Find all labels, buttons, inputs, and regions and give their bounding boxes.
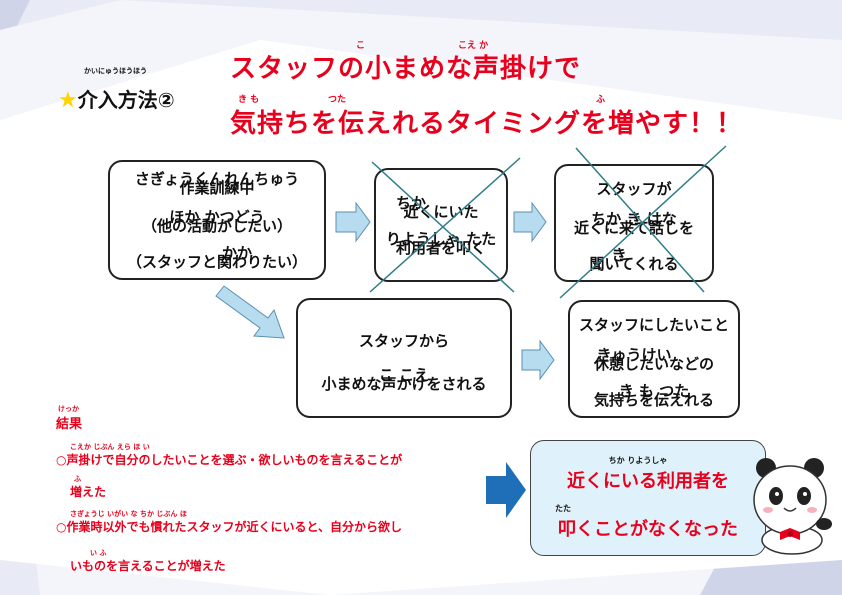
box2-line2: 利用者を叩く — [395, 239, 486, 257]
box5-line1: スタッフにしたいこと — [578, 316, 729, 334]
arrow-right-icon — [513, 201, 547, 243]
result-line3: ○作業時以外でも慣れたスタッフが近くにいると、自分から欲し — [56, 520, 402, 534]
result-line1: ○声掛けで自分のしたいことを選ぶ・欲しいものを言えることが — [56, 453, 403, 467]
box1-furigana-1: さぎょうくんれんちゅう — [134, 170, 300, 188]
arrow-diagonal-icon — [215, 285, 285, 339]
box3-line1: スタッフが — [596, 180, 672, 198]
box5-line2: 休憩したいなどの — [593, 355, 714, 373]
box3-line3: 聞いてくれる — [589, 255, 679, 273]
result-furigana: けっか — [58, 405, 79, 413]
box3-furigana-2: き — [611, 246, 627, 264]
box-staff-calls: スタッフから こ こえ 小まめな声かけをされる — [296, 298, 512, 418]
box5-furigana-2: き も つた — [618, 382, 690, 400]
box1-furigana-2: ほか かつどう — [169, 208, 265, 226]
box4-furigana-1: こ こえ — [378, 366, 430, 384]
method-label: 介入方法② — [77, 88, 175, 112]
title1-furigana-b: こえ か — [458, 41, 489, 51]
box5-furigana-1: きゅうけい — [596, 346, 672, 364]
box-staff-listens: スタッフが ちか き はな 近くに来て話しを き 聞いてくれる — [554, 164, 714, 282]
box1-line1: 作業訓練中 — [179, 179, 255, 197]
box2-furigana-2: りようしゃ たた — [385, 230, 497, 248]
title2-furigana-c: ふ — [596, 95, 606, 105]
box3-line2: 近くに来て話しを — [573, 219, 694, 237]
arrow-right-icon — [335, 201, 371, 243]
box-training: さぎょうくんれんちゅう 作業訓練中 ほか かつどう （他の活動がしたい） かか … — [108, 160, 326, 280]
box-express-feelings: スタッフにしたいこと きゅうけい 休憩したいなどの き も つた 気持ちを伝えれ… — [568, 300, 740, 418]
method-heading: ★介入方法② — [58, 84, 175, 113]
outcome-furigana-1: ちか りようしゃ — [608, 456, 668, 465]
result-furigana-2: ふ — [74, 475, 81, 483]
title1-furigana-a: こ — [356, 41, 366, 51]
box1-furigana-3: かか — [221, 244, 252, 262]
title-line2: 気持ちを伝えれるタイミングを増やす！！ — [230, 109, 744, 139]
result-furigana-3: さぎょうじ いがい な ちか じぶん ほ — [70, 510, 187, 518]
box2-furigana-1: ちか — [395, 194, 426, 212]
arrow-bold-icon — [486, 462, 526, 518]
cross-line — [575, 147, 705, 293]
box1-line2: （他の活動がしたい） — [141, 217, 292, 235]
outcome-box: ちか りようしゃ 近くにいる利用者を たた 叩くことがなくなった — [530, 440, 766, 556]
outcome-furigana-2: たた — [555, 504, 571, 513]
result-line2: 増えた — [70, 485, 107, 499]
panda-mascot-illustration — [753, 458, 832, 555]
result-title: 結果 — [56, 417, 83, 432]
result-furigana-4: い ふ — [90, 549, 107, 557]
box1-line3: （スタッフと関わりたい） — [126, 253, 307, 271]
title2-furigana-b: つた — [328, 95, 347, 105]
box4-line2: 小まめな声かけをされる — [321, 375, 487, 393]
star-icon: ★ — [58, 88, 78, 113]
title2-furigana-a: き も — [238, 95, 260, 105]
arrow-right-icon — [521, 339, 555, 381]
box5-line3: 気持ちを伝えれる — [593, 391, 714, 409]
result-furigana-1: こえか じぶん えら ほ い — [70, 443, 150, 451]
box3-furigana-1: ちか き はな — [591, 210, 677, 228]
result-line4: いものを言えることが増えた — [70, 559, 226, 573]
cross-line — [369, 157, 521, 293]
outcome-line1: 近くにいる利用者を — [567, 471, 729, 492]
title-line1: スタッフの小まめな声掛けで — [230, 54, 582, 84]
cross-line — [559, 145, 727, 299]
box4-line1: スタッフから — [358, 332, 449, 350]
outcome-line2: 叩くことがなくなった — [558, 519, 738, 540]
method-furigana: かいにゅうほうほう — [84, 67, 147, 75]
